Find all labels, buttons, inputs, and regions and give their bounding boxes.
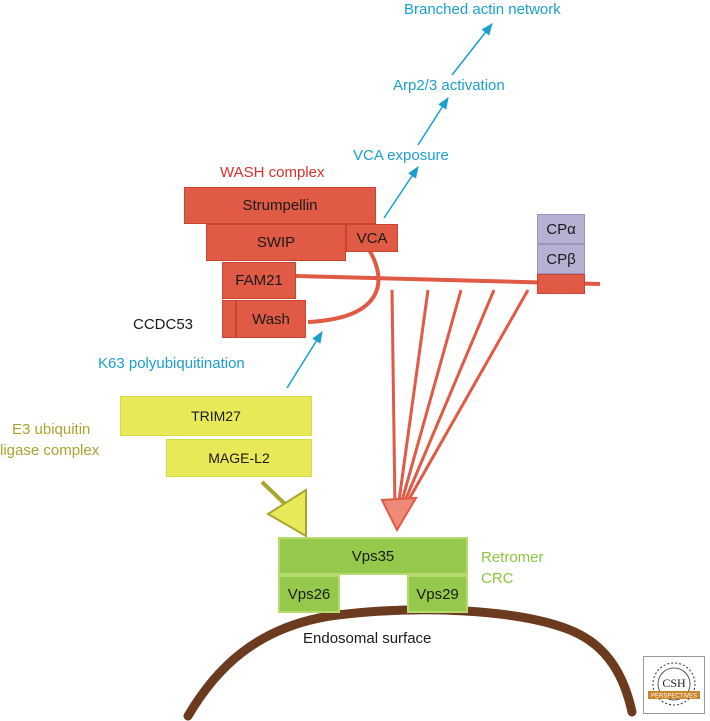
red-arrowhead bbox=[380, 496, 418, 533]
ccdc53-label: CCDC53 bbox=[133, 316, 194, 333]
fam21-box: FAM21 bbox=[222, 262, 296, 299]
e3-ligase-label-line2: ligase complex bbox=[0, 442, 100, 459]
endosomal-surface-label: Endosomal surface bbox=[303, 630, 432, 647]
csh-perspectives-logo: CSH PERSPECTIVES bbox=[643, 656, 705, 714]
swip-box: SWIP bbox=[206, 224, 346, 261]
vca-box: VCA bbox=[346, 224, 398, 252]
vps29-box: Vps29 bbox=[407, 575, 468, 613]
trim27-box: TRIM27 bbox=[120, 396, 312, 436]
arp23-activation-label: Arp2/3 activation bbox=[393, 77, 505, 94]
logo-emblem: CSH PERSPECTIVES bbox=[648, 662, 700, 706]
cp-fam21-binding-box bbox=[537, 274, 585, 294]
vps26-box: Vps26 bbox=[278, 575, 340, 613]
endosomal-membrane bbox=[183, 605, 637, 721]
fam21-binding-arrows bbox=[390, 289, 530, 509]
yellow-arrowhead bbox=[266, 488, 307, 538]
branched-actin-label: Branched actin network bbox=[404, 1, 561, 18]
vca-loop bbox=[307, 246, 381, 324]
vps35-box: Vps35 bbox=[278, 537, 468, 575]
mage-l2-box: MAGE-L2 bbox=[166, 439, 312, 477]
yellow-arrow-shaft bbox=[260, 480, 288, 507]
retromer-label: Retromer bbox=[481, 549, 544, 566]
k63-polyubiquitination-label: K63 polyubiquitination bbox=[98, 355, 245, 372]
cp-beta-box: CPβ bbox=[537, 244, 585, 274]
ccdc53-box bbox=[222, 300, 236, 338]
wash-box: Wash bbox=[236, 300, 306, 338]
logo-text-perspectives: PERSPECTIVES bbox=[651, 694, 697, 700]
cp-alpha-box: CPα bbox=[537, 214, 585, 244]
logo-text-csh: CSH bbox=[662, 676, 686, 690]
blue-arrows bbox=[286, 23, 493, 389]
e3-ligase-label-line1: E3 ubiquitin bbox=[12, 421, 91, 438]
crc-label: CRC bbox=[481, 570, 514, 587]
wash-complex-label: WASH complex bbox=[220, 164, 325, 181]
vca-exposure-label: VCA exposure bbox=[353, 147, 449, 164]
strumpellin-box: Strumpellin bbox=[184, 187, 376, 224]
